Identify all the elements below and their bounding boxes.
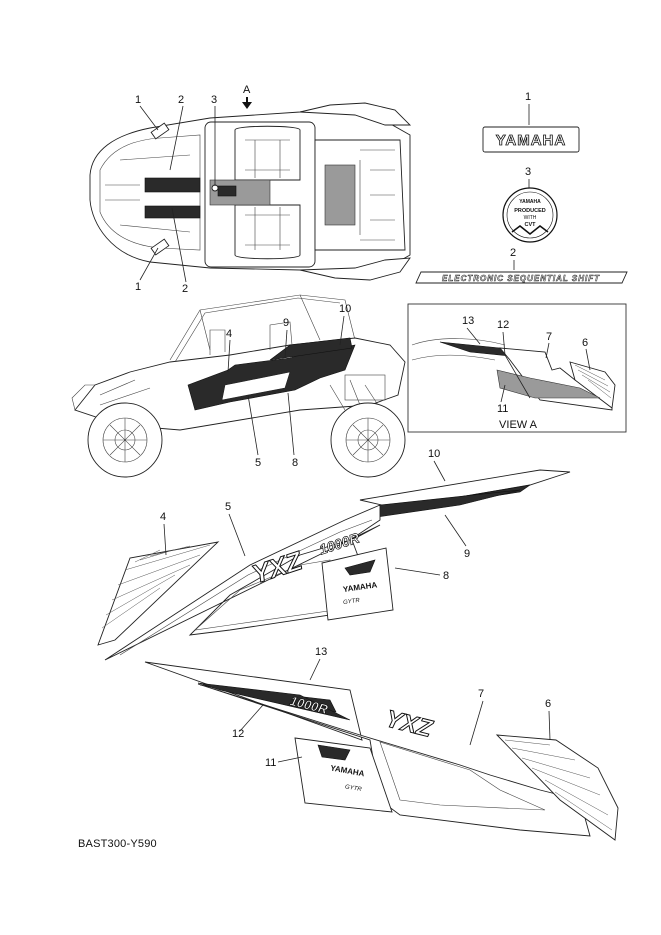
callout-4-side: 4 (226, 328, 232, 340)
callout-10-decal: 10 (428, 448, 440, 460)
callout-11-decal: 11 (265, 757, 276, 769)
callout-1-right: 1 (525, 91, 531, 103)
callout-7-decal: 7 (478, 688, 484, 700)
emblem-3: 3 YAMAHA PRODUCED WITH CVT (502, 166, 558, 243)
callout-1-bottom: 1 (135, 281, 141, 293)
vehicle-side-view (71, 294, 406, 478)
callout-8-decal: 8 (443, 570, 449, 582)
emblem-3-line2: WITH (524, 215, 537, 221)
callout-12-view: 12 (497, 319, 509, 331)
emblem-3-line3: CVT (525, 222, 537, 228)
callout-7-view: 7 (546, 331, 552, 343)
callout-8-side: 8 (292, 457, 298, 469)
emblem-3-top: YAMAHA (519, 199, 541, 205)
decal-8-sub: GYTR (343, 598, 361, 606)
callout-2-bottom: 2 (182, 283, 188, 295)
view-a-box: 13 12 7 6 11 VIEW A (407, 303, 627, 433)
emblem-1-text: YAMAHA (496, 132, 566, 149)
emblem-3-line1: PRODUCED (514, 208, 546, 214)
view-a-label: VIEW A (499, 419, 538, 431)
top-view-callouts: 1 2 3 1 2 (135, 94, 217, 295)
callout-2-top: 2 (178, 94, 184, 106)
side-view-callouts: 4 9 10 5 8 (226, 303, 351, 469)
view-a-letter: A (243, 84, 251, 96)
callout-6-decal: 6 (545, 698, 551, 710)
callout-10-side: 10 (339, 303, 351, 315)
callout-9-decal: 9 (464, 548, 470, 560)
callout-11-view: 11 (497, 403, 508, 415)
emblem-1: 1 YAMAHA (482, 91, 580, 153)
diagram-code: BAST300-Y590 (78, 838, 157, 850)
callout-13-view: 13 (462, 315, 474, 327)
callout-2-right: 2 (510, 247, 516, 259)
vehicle-top-view (89, 102, 412, 281)
callout-12-decal: 12 (232, 728, 244, 740)
emblem-2-text: ELECTRONIC SEQUENTIAL SHIFT (442, 274, 600, 283)
callout-13-decal: 13 (315, 646, 327, 658)
callout-6-view: 6 (582, 337, 588, 349)
callout-3-right: 3 (525, 166, 531, 178)
callout-5-decal: 5 (225, 501, 231, 513)
callout-1-top: 1 (135, 94, 141, 106)
callout-5-side: 5 (255, 457, 261, 469)
callout-9-side: 9 (283, 317, 289, 329)
callout-3-top: 3 (211, 94, 217, 106)
decal-set-lower: 1000R YXZ YAMAHA GYTR 13 7 6 12 11 (144, 646, 619, 841)
decal-11-sub: GYTR (344, 784, 362, 793)
decal-set-upper: YXZ 1000R YAMAHA GYTR 10 4 5 9 8 (97, 448, 571, 661)
view-a-marker: A (242, 84, 252, 109)
callout-4-decal: 4 (160, 511, 166, 523)
decal-7-yxz: YXZ (383, 705, 436, 743)
emblem-2: 2 ELECTRONIC SEQUENTIAL SHIFT (415, 247, 628, 284)
